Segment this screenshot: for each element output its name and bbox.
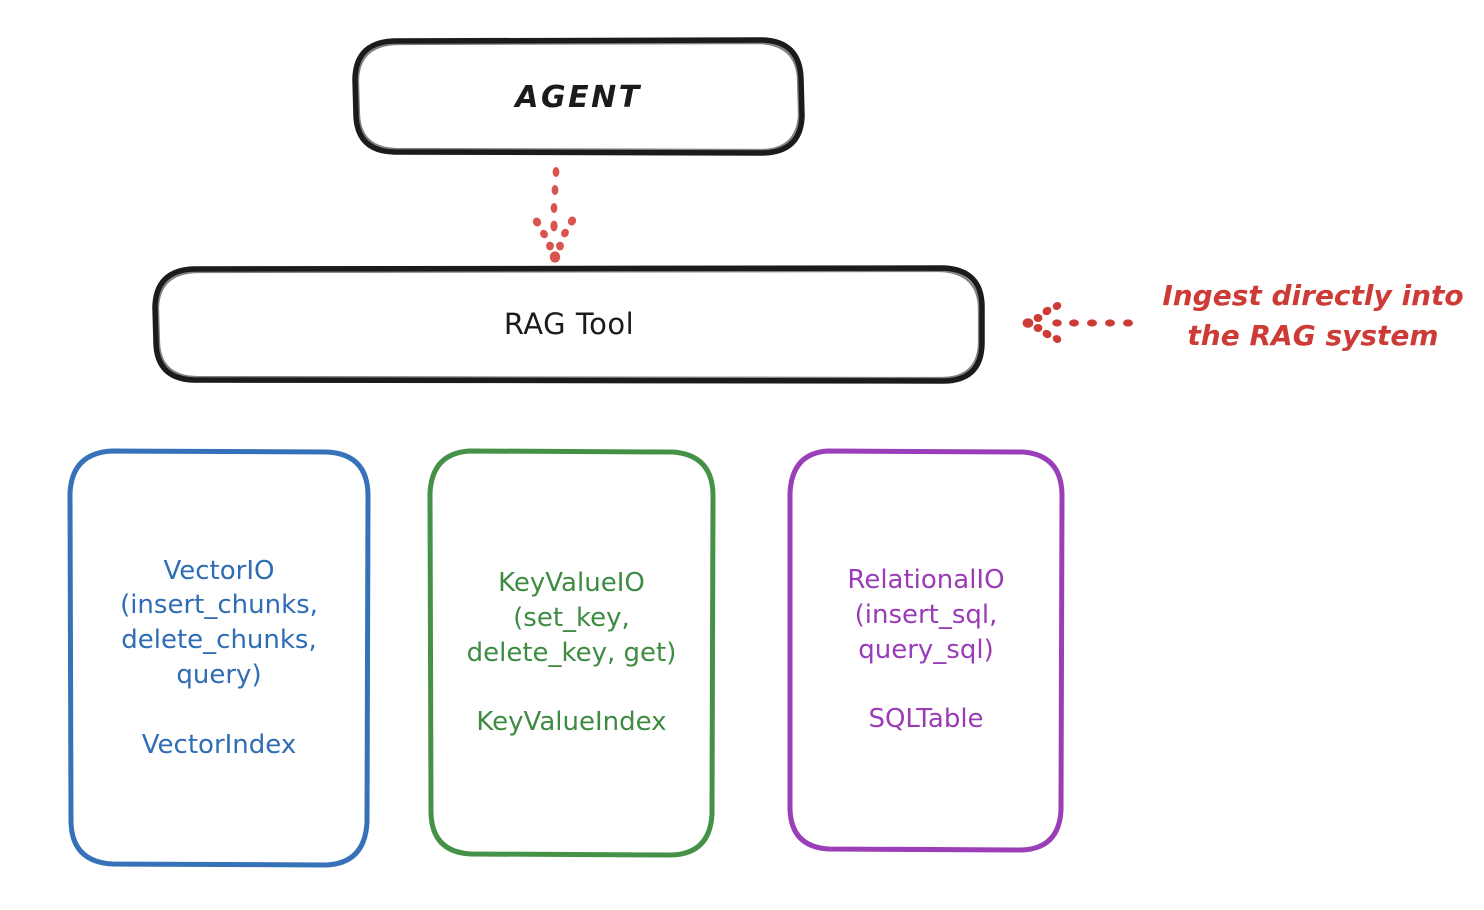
agent-to-rag-tool-connector <box>532 167 577 263</box>
vector-io-node-label: VectorIO (insert_chunks, delete_chunks, … <box>120 555 318 760</box>
agent-node-label: AGENT <box>515 79 642 115</box>
relational-io-node-label: RelationalIO (insert_sql, query_sql) SQL… <box>847 564 1005 735</box>
rag-tool-node-label: RAG Tool <box>503 307 635 342</box>
key-value-io-node[interactable]: KeyValueIO (set_key, delete_key, get) Ke… <box>430 450 713 856</box>
key-value-io-node-label: KeyValueIO (set_key, delete_key, get) Ke… <box>466 567 677 738</box>
ingest-annotation-label: Ingest directly into the RAG system <box>1162 279 1464 352</box>
relational-io-node[interactable]: RelationalIO (insert_sql, query_sql) SQL… <box>790 450 1062 850</box>
rag-tool-node[interactable]: RAG Tool <box>155 268 983 382</box>
agent-node[interactable]: AGENT <box>355 40 802 154</box>
vector-io-node[interactable]: VectorIO (insert_chunks, delete_chunks, … <box>70 450 368 866</box>
ingest-to-rag-tool-connector <box>1022 302 1133 343</box>
